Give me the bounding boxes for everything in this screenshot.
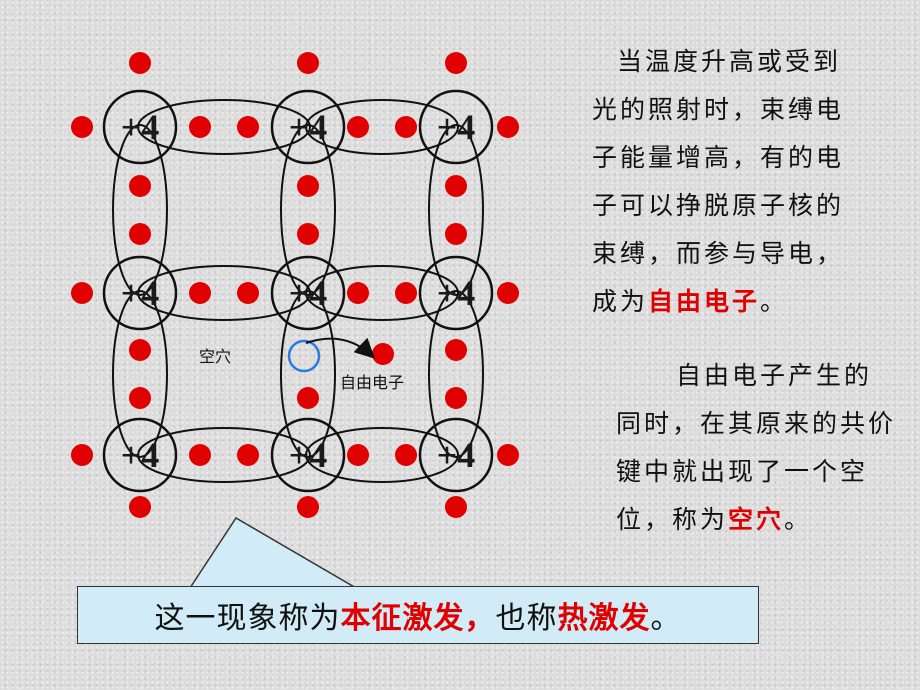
hole-label: 空穴 [199,347,231,366]
bond-electron [347,116,369,138]
nucleus-label: +4 [437,107,476,147]
nucleus [270,89,346,165]
nucleus-label: +4 [437,435,476,475]
covalent-bond [305,427,459,483]
nucleus-label: +4 [121,273,160,313]
edge-electron [297,52,319,74]
atom-nuclei: +4 +4 +4 +4 +4 +4 +4 +4 +4 [102,89,494,493]
bond-electron [129,175,151,197]
covalent-bond [428,290,484,458]
nucleus-label: +4 [289,273,328,313]
bond-electron [189,116,211,138]
nucleus [270,255,346,331]
bond-electron [189,444,211,466]
edge-electron [497,282,519,304]
free-electron-label: 自由电子 [340,373,404,392]
callout-box: 这一现象称为本征激发，也称热激发。 [77,586,759,644]
covalent-bond [305,265,459,321]
covalent-bond [137,427,311,483]
bond-electron [395,282,417,304]
bond-electron [237,116,259,138]
nucleus [102,255,178,331]
covalent-bond [305,99,459,155]
bond-electron [129,223,151,245]
intrinsic-excitation-term: 本征激发， [340,601,496,636]
bond-electron [189,282,211,304]
edge-electron [71,444,93,466]
edge-electron [497,444,519,466]
nucleus [102,417,178,493]
para2-end: 。 [784,505,813,534]
covalent-bonds [112,99,484,483]
thermal-excitation-term: 热激发 [557,601,651,636]
bond-electron [297,387,319,409]
covalent-bond [137,99,311,155]
covalent-bond [137,265,311,321]
nucleus-label: +4 [121,107,160,147]
bond-electron [445,223,467,245]
edge-electron [445,52,467,74]
bond-electron [395,444,417,466]
nucleus [418,89,494,165]
nucleus-label: +4 [289,107,328,147]
explanation-paragraph-1: 当温度升高或受到光的照射时，束缚电子能量增高，有的电子可以挣脱原子核的束缚，而参… [592,38,867,326]
covalent-bond [280,124,336,296]
bond-electron [347,282,369,304]
bond-electron [237,444,259,466]
callout-text: 这一现象称为 [154,601,341,636]
edge-electron [297,496,319,518]
nucleus-label: +4 [437,273,476,313]
free-electron-term: 自由电子 [648,287,761,316]
para2-text: 自由电子产生的同时，在其原来的共价键中就出现了一个空位，称为 [616,361,897,534]
explanation-paragraph-2: 自由电子产生的同时，在其原来的共价键中就出现了一个空位，称为空穴。 [616,352,896,544]
para1-text: 当温度升高或受到光的照射时，束缚电子能量增高，有的电子可以挣脱原子核的束缚，而参… [592,47,845,316]
bond-electron [445,387,467,409]
bond-electron [445,339,467,361]
nucleus-label: +4 [289,435,328,475]
bond-electron [445,175,467,197]
callout-text-2: 也称 [495,601,558,636]
electrons [71,52,519,518]
edge-electron [71,282,93,304]
bond-electron [297,223,319,245]
para1-end: 。 [760,287,789,316]
nucleus [418,417,494,493]
free-electron [372,343,394,365]
edge-electron [129,52,151,74]
bond-electron [297,175,319,197]
edge-electron [129,496,151,518]
nucleus [102,89,178,165]
bond-electron [129,387,151,409]
covalent-bond [280,290,336,458]
nucleus [270,417,346,493]
edge-electron [71,116,93,138]
hole-marker [287,339,321,373]
nucleus [418,255,494,331]
bond-electron [347,444,369,466]
nucleus-label: +4 [121,435,160,475]
hole-term: 空穴 [728,505,785,534]
free-electron-arrow [305,337,375,359]
bond-electron [395,116,417,138]
covalent-bond [428,124,484,296]
edge-electron [445,496,467,518]
covalent-bond [112,124,168,296]
callout-end: 。 [650,601,682,636]
edge-electron [497,116,519,138]
covalent-bond [112,290,168,458]
bond-electron [237,282,259,304]
bond-electron [129,339,151,361]
